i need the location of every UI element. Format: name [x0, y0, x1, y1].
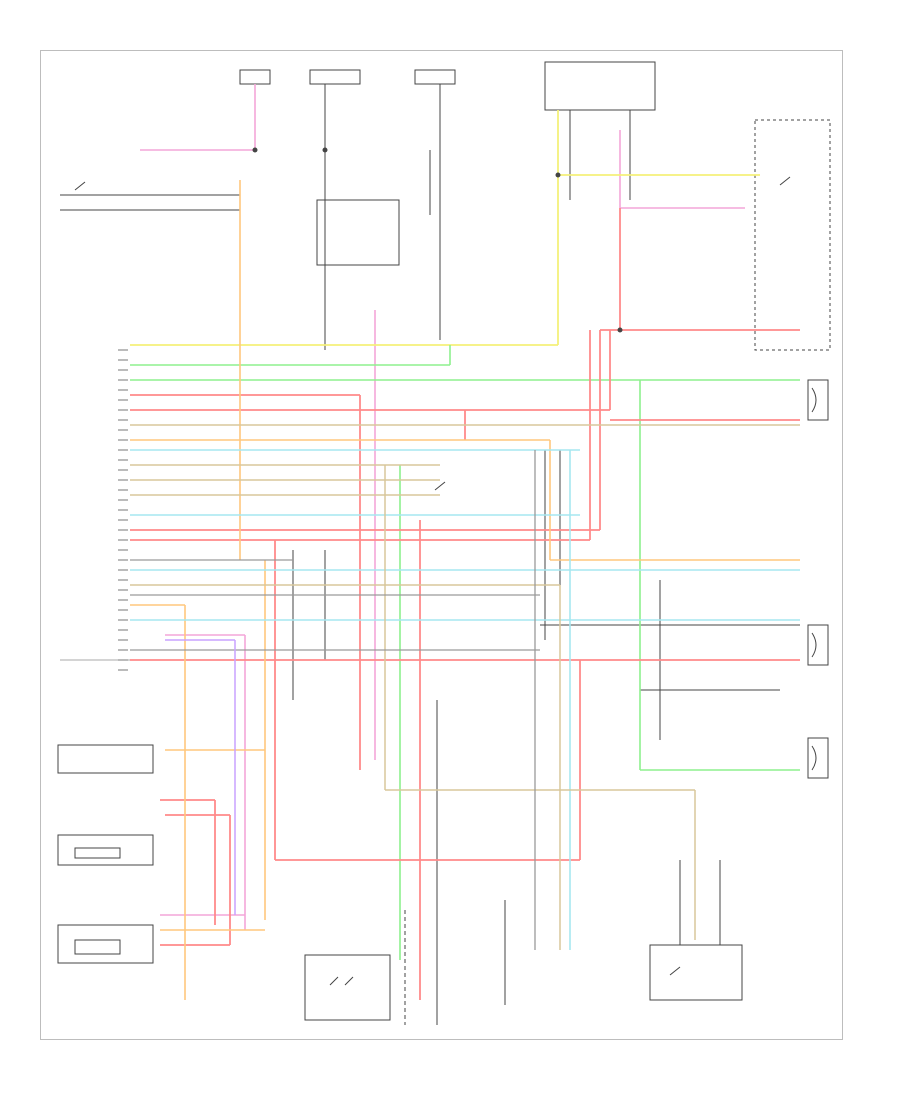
- connector-pins-1: [811, 387, 817, 413]
- connector-pins-3: [811, 745, 817, 771]
- diagram-border: [40, 50, 843, 1040]
- light-blue-wires: [130, 449, 800, 950]
- tan-wires: [130, 424, 800, 950]
- splice-dot: [322, 147, 328, 153]
- splice-dot: [617, 327, 623, 333]
- right-connector-2: [807, 624, 829, 666]
- splice-dot: [252, 147, 258, 153]
- connector-pins-2: [811, 632, 817, 658]
- top-relay-box: [544, 61, 656, 111]
- switch-contact-right: [779, 176, 791, 186]
- top-fuse-2: [309, 69, 361, 85]
- left-sensor-box-2: [57, 834, 154, 866]
- bottom-right-solenoid-box: [649, 944, 743, 1001]
- switch-contact-center: [434, 481, 446, 491]
- ground-module-box: [316, 199, 400, 266]
- left-sensor-box-3: [57, 924, 154, 964]
- top-connectors: [57, 61, 831, 1021]
- pink-wires: [140, 84, 745, 930]
- violet-wires: [165, 639, 236, 915]
- left-sensor-box-1: [57, 744, 154, 774]
- grey-wires: [130, 450, 540, 950]
- right-module-box: [754, 119, 831, 351]
- right-connector-3: [807, 737, 829, 779]
- solenoid-contact: [669, 966, 681, 976]
- red-wires: [130, 208, 800, 1000]
- top-fuse-1: [239, 69, 271, 85]
- bottom-switch-contacts: [329, 976, 354, 986]
- top-fuse-3: [414, 69, 456, 85]
- sensor-element: [74, 847, 121, 859]
- pcm-pin-ticks: [118, 349, 128, 671]
- sensor-element: [74, 939, 121, 955]
- bottom-switch-box: [304, 954, 391, 1021]
- splice-dot: [555, 172, 561, 178]
- yellow-wires: [130, 110, 760, 346]
- switch-contact-left: [74, 181, 86, 191]
- green-wires: [130, 345, 800, 960]
- component-glyphs: [74, 147, 817, 986]
- black-wires: [60, 84, 800, 1025]
- right-connector-1: [807, 379, 829, 421]
